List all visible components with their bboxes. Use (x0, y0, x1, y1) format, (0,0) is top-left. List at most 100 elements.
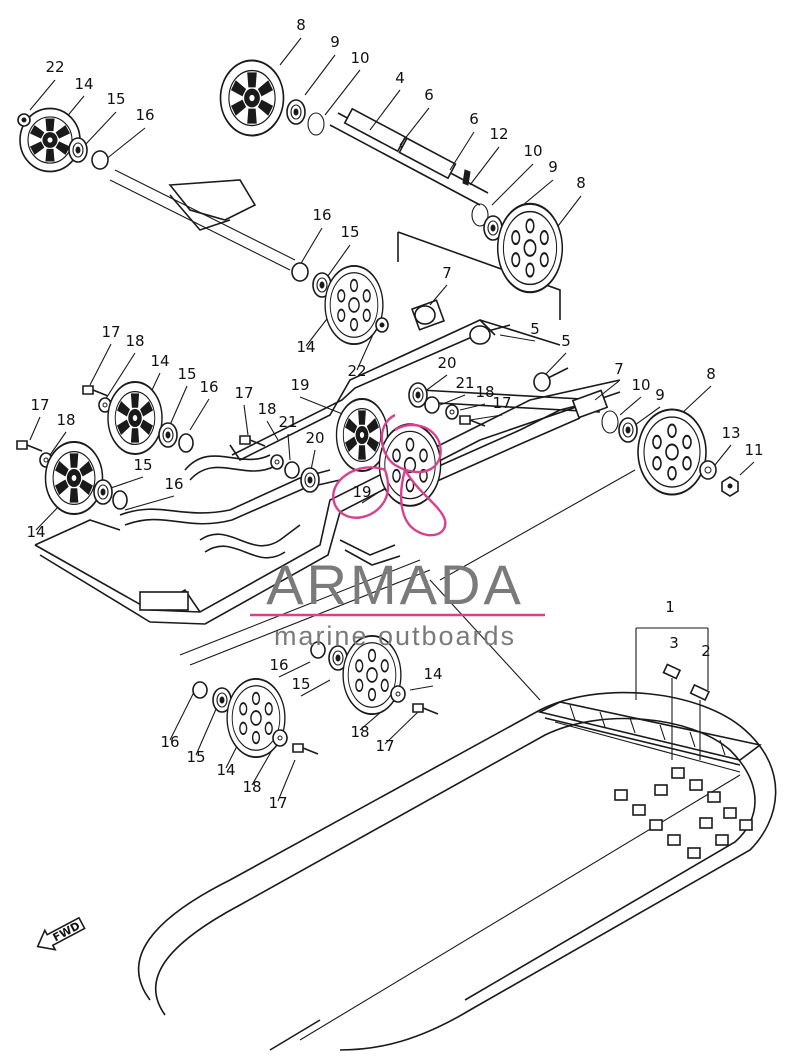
callout-9: 9 (330, 33, 340, 51)
washer-18-lower-center (390, 685, 406, 703)
callout-15: 15 (106, 90, 125, 108)
callout-4: 4 (395, 69, 405, 87)
watermark-subtitle: marine outboards (274, 621, 516, 651)
suspension-frame (34, 169, 621, 625)
bolt-5-right (533, 367, 569, 392)
leader-lines (29, 37, 755, 802)
circlip-10-right (471, 203, 489, 227)
callout-22: 22 (45, 58, 64, 76)
callout-17: 17 (30, 396, 49, 414)
track-lugs (614, 767, 753, 859)
callout-17: 17 (234, 384, 253, 402)
washer-18-left-upper (98, 397, 112, 413)
callout-14: 14 (296, 338, 315, 356)
callout-16: 16 (135, 106, 154, 124)
bearing-9-lower-right (618, 417, 638, 443)
callout-15: 15 (133, 456, 152, 474)
bolt-17-left-upper (82, 385, 109, 397)
callout-6: 6 (424, 86, 434, 104)
bearing-9-top (286, 99, 306, 125)
callout-6: 6 (469, 110, 479, 128)
callout-13: 13 (721, 424, 740, 442)
callout-16: 16 (269, 656, 288, 674)
washer-13 (699, 460, 717, 480)
callout-9: 9 (655, 386, 665, 404)
callout-14: 14 (423, 665, 442, 683)
collar-21-middle (284, 461, 300, 479)
callout-16: 16 (199, 378, 218, 396)
callout-7: 7 (614, 360, 624, 378)
callout-22: 22 (347, 362, 366, 380)
callout-20: 20 (437, 354, 456, 372)
callout-17: 17 (268, 794, 287, 812)
callout-14: 14 (216, 761, 235, 779)
callout-11: 11 (744, 441, 763, 459)
callout-20: 20 (305, 429, 324, 447)
circlip-10-lower-right (601, 410, 619, 434)
collar-21-right (424, 396, 440, 414)
callout-16: 16 (312, 206, 331, 224)
washer-18-right (445, 404, 459, 420)
callout-2: 2 (701, 642, 711, 660)
watermark-title: ARMADA (266, 553, 524, 616)
callout-19: 19 (352, 483, 371, 501)
nut-22-center (375, 317, 389, 333)
callout-15: 15 (177, 365, 196, 383)
callout-17: 17 (492, 394, 511, 412)
slide-rail-strip (537, 627, 762, 773)
callout-16: 16 (164, 475, 183, 493)
callout-18: 18 (242, 778, 261, 796)
idler-wheel-14-left-upper (107, 381, 163, 455)
callout-1: 1 (665, 598, 675, 616)
bearing-20-right (408, 382, 428, 408)
callout-3: 3 (669, 634, 679, 652)
armada-logo (332, 413, 447, 537)
callout-5: 5 (530, 320, 540, 338)
spacer-16-lower-left (192, 681, 208, 699)
bolt-5-center (469, 324, 511, 345)
nut-22-top-left (17, 113, 31, 127)
callout-16: 16 (160, 733, 179, 751)
rear-axle-shaft (329, 107, 489, 206)
bearing-20-middle (300, 467, 320, 493)
bolt-17-right (459, 415, 486, 427)
callout-14: 14 (74, 75, 93, 93)
spacer-16-left-upper (178, 433, 194, 453)
callout-10: 10 (523, 142, 542, 160)
callout-8: 8 (576, 174, 586, 192)
callout-8: 8 (296, 16, 306, 34)
drive-wheel-8-top (219, 59, 285, 137)
bolt-17-left-lower (16, 440, 43, 452)
callout-18: 18 (257, 400, 276, 418)
spacer-16-left-lower (112, 490, 128, 510)
bearing-16-lower-center (310, 641, 326, 659)
callout-18: 18 (125, 332, 144, 350)
callout-18: 18 (56, 411, 75, 429)
callout-10: 10 (350, 49, 369, 67)
fwd-label: FWD (51, 919, 83, 944)
nut-11 (721, 476, 739, 497)
spacer-16-top-left (91, 150, 109, 170)
callout-7: 7 (442, 264, 452, 282)
collar-7-center (414, 305, 436, 325)
callout-21: 21 (455, 374, 474, 392)
drive-wheel-8-right (496, 202, 564, 294)
callout-15: 15 (186, 748, 205, 766)
callout-18: 18 (350, 723, 369, 741)
callout-9: 9 (548, 158, 558, 176)
callout-8: 8 (706, 365, 716, 383)
callout-12: 12 (489, 125, 508, 143)
idler-wheel-14-center (324, 264, 384, 346)
callout-21: 21 (278, 413, 297, 431)
callout-15: 15 (340, 223, 359, 241)
callout-19: 19 (290, 376, 309, 394)
callout-14: 14 (150, 352, 169, 370)
bolt-17-lower-left (292, 743, 319, 755)
spacer-16-center (291, 262, 309, 282)
callout-5: 5 (561, 332, 571, 350)
callout-10: 10 (631, 376, 650, 394)
track-belt (137, 691, 777, 1051)
bearing-15-top-left (68, 137, 88, 163)
